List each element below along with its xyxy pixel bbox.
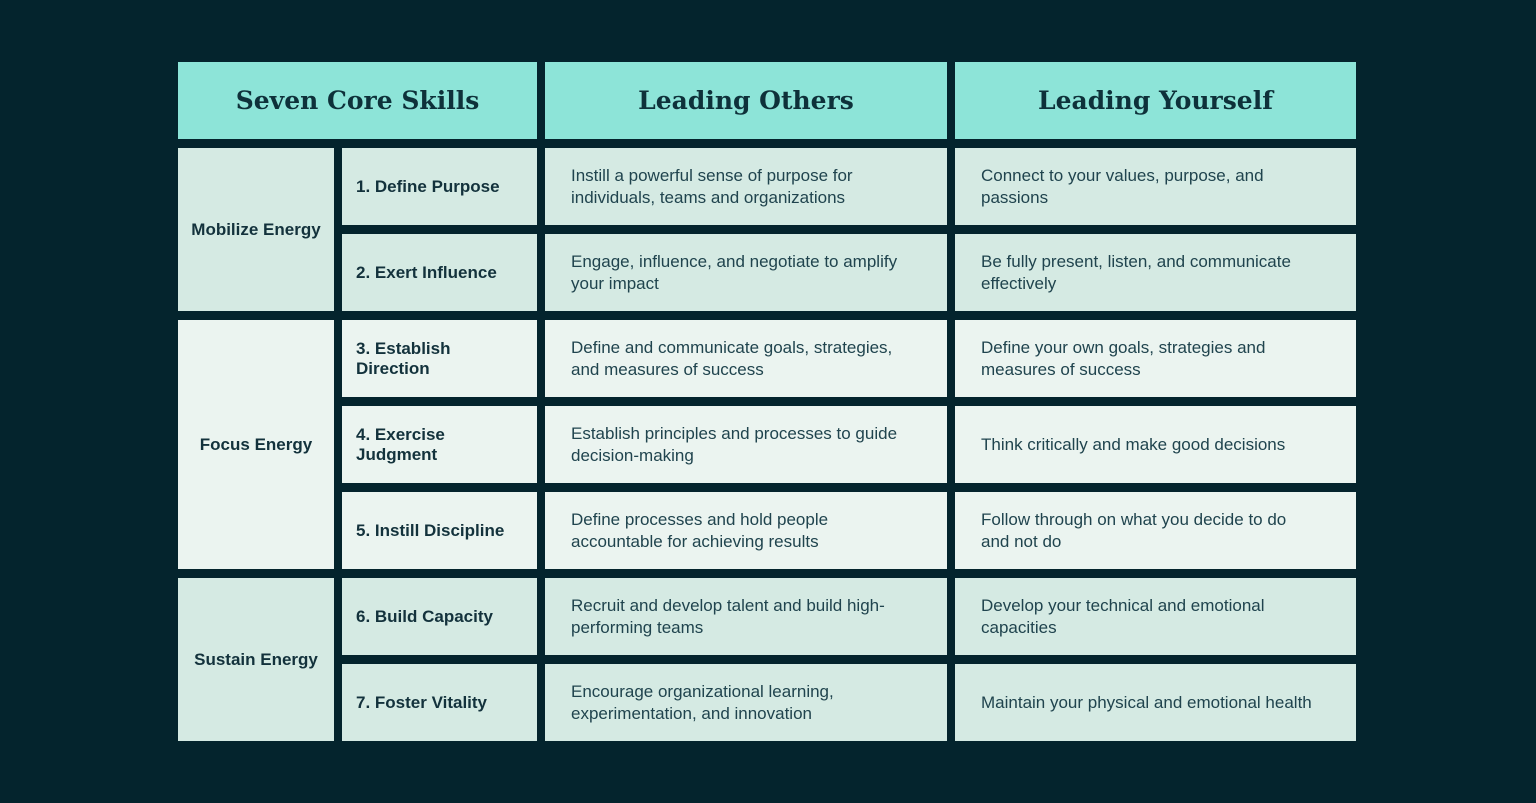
leading-others-cell-exert-influence: Engage, influence, and negotiate to ampl…	[545, 234, 947, 311]
leading-yourself-cell-exercise-judgment: Think critically and make good decisions	[955, 406, 1356, 483]
leading-others-cell-establish-direction: Define and communicate goals, strategies…	[545, 320, 947, 397]
skill-cell-define-purpose: 1. Define Purpose	[342, 148, 537, 225]
leading-others-cell-exercise-judgment: Establish principles and processes to gu…	[545, 406, 947, 483]
header-leading-yourself: Leading Yourself	[955, 62, 1356, 139]
leading-yourself-cell-exert-influence: Be fully present, listen, and communicat…	[955, 234, 1356, 311]
leading-yourself-cell-define-purpose: Connect to your values, purpose, and pas…	[955, 148, 1356, 225]
leading-yourself-cell-establish-direction: Define your own goals, strategies and me…	[955, 320, 1356, 397]
skill-cell-foster-vitality: 7. Foster Vitality	[342, 664, 537, 741]
leading-yourself-cell-foster-vitality: Maintain your physical and emotional hea…	[955, 664, 1356, 741]
group-cell-mobilize-energy: Mobilize Energy	[178, 148, 334, 311]
leading-others-cell-define-purpose: Instill a powerful sense of purpose for …	[545, 148, 947, 225]
seven-core-skills-table: Seven Core Skills Leading Others Leading…	[178, 62, 1356, 741]
header-leading-others: Leading Others	[545, 62, 947, 139]
skill-cell-exercise-judgment: 4. Exercise Judgment	[342, 406, 537, 483]
group-cell-sustain-energy: Sustain Energy	[178, 578, 334, 741]
header-seven-core-skills: Seven Core Skills	[178, 62, 537, 139]
skill-cell-build-capacity: 6. Build Capacity	[342, 578, 537, 655]
skill-cell-establish-direction: 3. Establish Direction	[342, 320, 537, 397]
leading-others-cell-foster-vitality: Encourage organizational learning, exper…	[545, 664, 947, 741]
skill-cell-instill-discipline: 5. Instill Discipline	[342, 492, 537, 569]
leading-yourself-cell-build-capacity: Develop your technical and emotional cap…	[955, 578, 1356, 655]
leading-others-cell-build-capacity: Recruit and develop talent and build hig…	[545, 578, 947, 655]
skill-cell-exert-influence: 2. Exert Influence	[342, 234, 537, 311]
leading-yourself-cell-instill-discipline: Follow through on what you decide to do …	[955, 492, 1356, 569]
group-cell-focus-energy: Focus Energy	[178, 320, 334, 569]
leading-others-cell-instill-discipline: Define processes and hold people account…	[545, 492, 947, 569]
